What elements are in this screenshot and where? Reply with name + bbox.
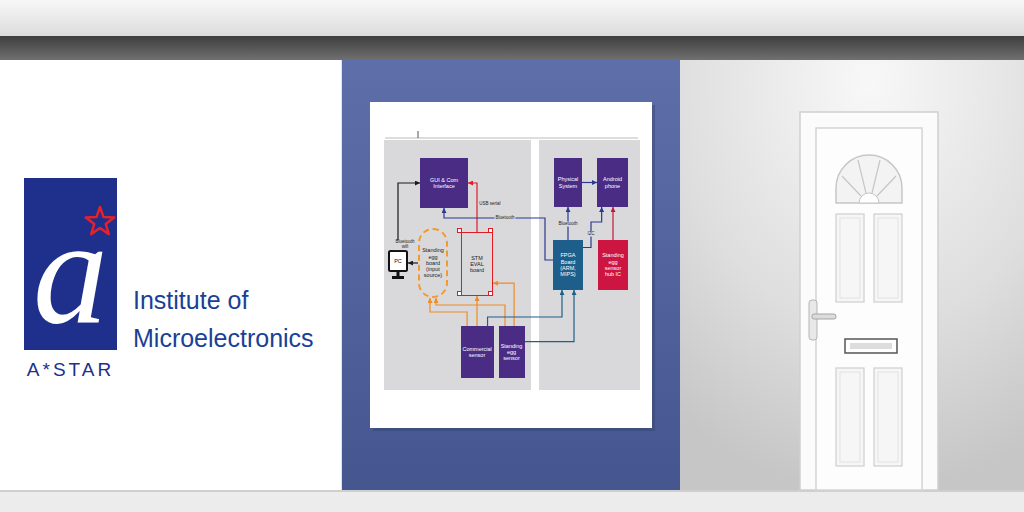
door-panel-bevel [878, 372, 898, 462]
edge-label: Bluetooth wifi [393, 240, 417, 250]
connector [582, 182, 597, 183]
door-panel [836, 368, 864, 466]
ceiling-band [0, 36, 1024, 60]
edge-label: I2C [586, 232, 595, 237]
right-wall [680, 60, 1024, 492]
frame-tick [418, 131, 419, 138]
left-panel [384, 140, 531, 390]
fan-hub [859, 193, 879, 203]
monitor-base [392, 276, 404, 279]
letterbox-flap [850, 343, 892, 349]
blue-panel [342, 60, 680, 492]
node-text: Standing egg sensor [501, 343, 523, 362]
connector [476, 296, 477, 326]
node-text: FPGA Board (ARM, MIPS) [555, 252, 581, 277]
logo-letter: a [24, 196, 117, 346]
sensor-box: Commercial sensor [461, 326, 494, 378]
ceiling [0, 0, 1024, 36]
node-text: PC [390, 258, 406, 264]
node-text: Android phone [599, 176, 626, 189]
node-text: Physical System [556, 176, 580, 189]
connector [468, 183, 477, 232]
door-frame [800, 112, 938, 490]
logo-panel [0, 60, 341, 491]
handle-plate [809, 300, 817, 340]
connector [493, 283, 514, 326]
connector [488, 290, 562, 326]
door-panel [874, 368, 902, 466]
node-text: Commercial sensor [463, 346, 492, 359]
door-leaf [816, 128, 922, 490]
corner-marker [488, 291, 493, 296]
door-panel [836, 214, 864, 302]
frame-rule [385, 138, 638, 139]
node-text: GUI & Com Interface [422, 177, 466, 190]
door-panel [874, 214, 902, 302]
corner-marker [457, 291, 462, 296]
fan-window [836, 155, 902, 203]
hub-ic-box: Standing egg sensor hub IC [598, 240, 628, 290]
letterbox [845, 339, 897, 353]
floor [0, 490, 1024, 512]
node-text: STM EVAL board [465, 255, 489, 274]
door-panel-bevel [840, 218, 860, 298]
door-panel-bevel [840, 372, 860, 462]
node-text: Standing egg board (input source) [422, 247, 444, 279]
picture-frame [370, 102, 652, 428]
corner-marker [457, 228, 462, 233]
input-source-capsule: Standing egg board (input source) [418, 228, 448, 298]
monitor-screen [389, 251, 407, 271]
connector [525, 290, 575, 342]
phone-box: Android phone [597, 158, 628, 207]
logo-block [24, 178, 117, 350]
fan-glazing-bars [842, 160, 896, 196]
connector [408, 262, 418, 263]
connector [436, 298, 505, 326]
institute-name: Institute of Microelectronics [133, 281, 333, 357]
corner-marker [488, 228, 493, 233]
logo-wordmark: A*STAR [24, 360, 117, 380]
frame-shadow [373, 105, 655, 431]
fpga-box: FPGA Board (ARM, MIPS) [553, 240, 583, 290]
system-box: Physical System [554, 158, 582, 207]
sensor-box: Standing egg sensor [499, 326, 525, 378]
monitor-outline [388, 250, 408, 280]
edge-label: Bluetooth [557, 222, 578, 227]
edge-label: USB serial [478, 202, 501, 207]
monitor-neck [397, 271, 400, 276]
interface-box: GUI & Com Interface [420, 158, 468, 208]
connector [612, 207, 613, 240]
door-handle [812, 314, 836, 319]
node-text: Standing egg sensor hub IC [600, 252, 626, 277]
eval-board-box: STM EVAL board [461, 232, 493, 296]
edge-label: Bluetooth [494, 216, 515, 221]
door-panel-bevel [878, 218, 898, 298]
pc-monitor: PC [388, 250, 408, 280]
right-panel [539, 140, 640, 390]
